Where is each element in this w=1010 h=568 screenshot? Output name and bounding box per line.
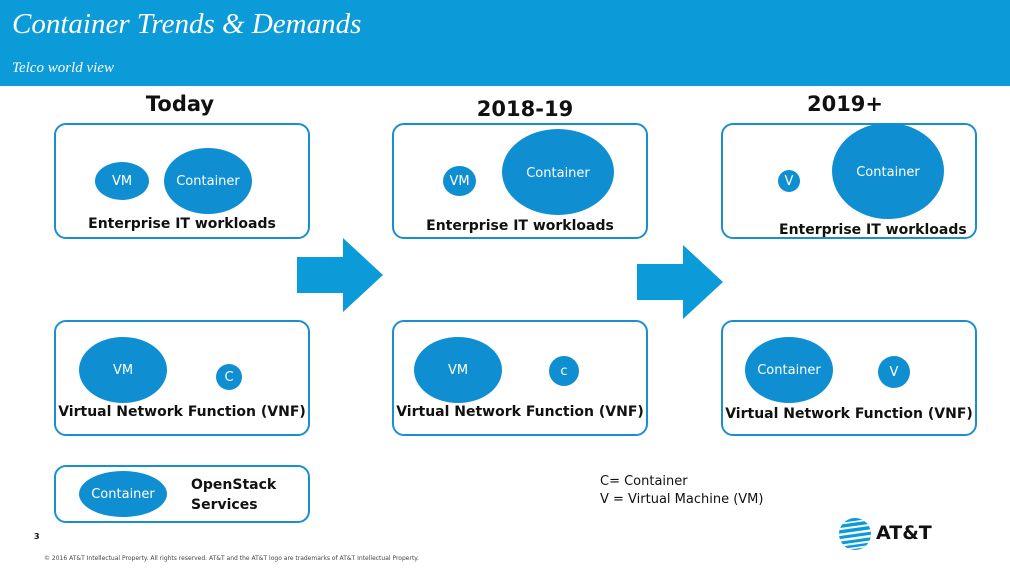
openstack-label-line2: Services	[191, 497, 258, 513]
today-vnf-vm-shape: VM	[79, 337, 167, 403]
future-vnf-label: Virtual Network Function (VNF)	[725, 406, 973, 422]
future-enterprise-label: Enterprise IT workloads	[779, 222, 967, 238]
att-logo-text: AT&T	[876, 522, 932, 544]
future-vnf-container-shape: Container	[745, 337, 833, 403]
today-enterprise-label: Enterprise IT workloads	[88, 216, 276, 232]
legend-line-vm: V = Virtual Machine (VM)	[600, 492, 764, 507]
future-vnf-v-shape: V	[878, 356, 910, 388]
mid-enterprise-vm-shape: VM	[443, 166, 476, 196]
future-enterprise-container-shape: Container	[832, 123, 944, 219]
mid-enterprise-label: Enterprise IT workloads	[426, 218, 614, 234]
title-bar: Container Trends & Demands Telco world v…	[0, 0, 1010, 86]
att-globe-icon	[839, 518, 871, 550]
right-arrow-icon	[297, 238, 383, 312]
mid-enterprise-container-shape: Container	[502, 129, 614, 215]
mid-vnf-label: Virtual Network Function (VNF)	[396, 404, 644, 420]
future-enterprise-v-shape: V	[778, 170, 800, 192]
column-heading-2019-plus: 2019+	[806, 92, 884, 116]
legend-line-container: C= Container	[600, 474, 688, 489]
openstack-box	[54, 465, 310, 523]
today-vnf-label: Virtual Network Function (VNF)	[58, 404, 306, 420]
today-enterprise-container-shape: Container	[164, 148, 252, 214]
copyright-notice: © 2016 AT&T Intellectual Property. All r…	[44, 555, 419, 562]
right-arrow-icon	[637, 245, 723, 319]
slide-title: Container Trends & Demands	[12, 8, 362, 40]
future-enterprise-box	[721, 123, 977, 239]
future-vnf-box	[721, 320, 977, 436]
today-enterprise-box	[54, 123, 310, 239]
mid-enterprise-box	[392, 123, 648, 239]
openstack-container-shape: Container	[79, 471, 167, 517]
column-heading-today: Today	[145, 92, 215, 116]
legend: C= Container V = Virtual Machine (VM)	[600, 473, 763, 509]
openstack-label-line1: OpenStack	[191, 477, 277, 493]
today-vnf-c-shape: C	[216, 364, 242, 390]
mid-vnf-c-shape: c	[549, 356, 579, 386]
mid-vnf-vm-shape: VM	[414, 337, 502, 403]
today-vnf-box	[54, 320, 310, 436]
column-heading-2018-19: 2018-19	[476, 97, 574, 121]
slide-subtitle: Telco world view	[12, 60, 114, 76]
today-enterprise-vm-shape: VM	[95, 162, 149, 200]
mid-vnf-box	[392, 320, 648, 436]
page-number: 3	[34, 532, 40, 541]
